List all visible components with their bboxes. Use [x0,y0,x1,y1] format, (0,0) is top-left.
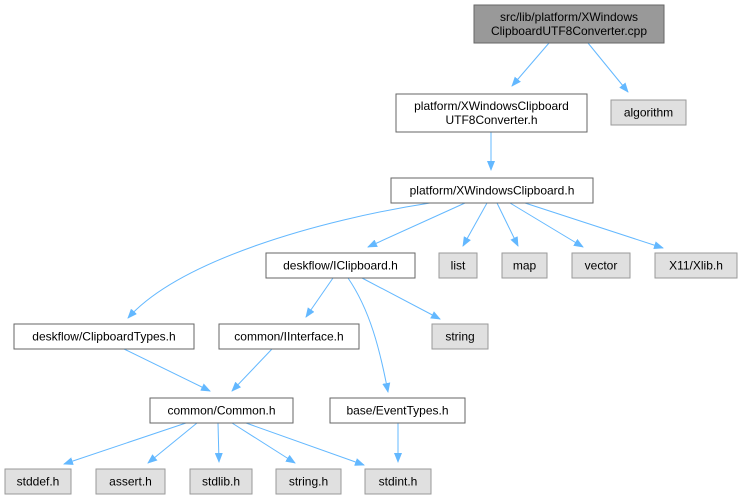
node-label: string [445,330,474,344]
node-label: deskflow/IClipboard.h [283,259,398,273]
node-label: platform/XWindowsClipboard [414,99,569,113]
node-iinterface[interactable]: common/IInterface.h [218,323,360,350]
node-box [438,252,478,279]
node-common[interactable]: common/Common.h [149,397,294,424]
edge-root-to-conv_h [511,42,550,87]
node-box [501,252,548,279]
node-box [571,252,631,279]
node-stdint: stdint.h [364,468,432,495]
edge-iclipboard-to-eventtypes [347,277,391,393]
node-box [390,177,594,204]
node-list: list [438,252,478,279]
edge-clip_h-to-list [462,202,488,247]
node-box [265,252,416,279]
node-string: string [431,323,489,350]
node-stringh: string.h [275,468,342,495]
node-stdlib: stdlib.h [189,468,253,495]
node-label: vector [585,259,618,273]
node-xlib: X11/Xlib.h [654,252,738,279]
node-label: algorithm [624,106,673,120]
node-box [189,468,253,495]
node-box [395,93,588,133]
edge-common-to-stddef [63,422,187,465]
node-label: platform/XWindowsClipboard.h [410,184,575,198]
node-box [275,468,342,495]
node-box [218,323,360,350]
node-algorithm: algorithm [610,99,687,126]
nodes-layer: src/lib/platform/XWindowsClipboardUTF8Co… [4,4,738,495]
node-label: assert.h [109,475,152,489]
edge-common-to-assert [147,422,198,464]
edge-clip_h-to-iclipboard [367,202,466,248]
edge-common-to-stringh [231,422,296,464]
node-box [4,468,72,495]
edge-iclipboard-to-iinterface [305,277,334,318]
edge-common-to-stdint [245,422,365,466]
node-box [149,397,294,424]
node-label: stdlib.h [202,475,240,489]
node-label: common/IInterface.h [234,330,343,344]
edge-clip_h-to-xlib [524,202,664,250]
node-label: list [451,259,466,273]
edge-iclipboard-to-string [361,277,441,320]
node-box [95,468,166,495]
node-box [654,252,738,279]
node-label: base/EventTypes.h [346,404,448,418]
edges-layer [63,42,664,466]
edge-iinterface-to-common [231,348,273,392]
node-label: deskflow/ClipboardTypes.h [32,330,175,344]
node-cliptypes[interactable]: deskflow/ClipboardTypes.h [13,323,195,350]
node-box [13,323,195,350]
node-label: src/lib/platform/XWindows [500,10,638,24]
node-box [473,4,665,44]
node-conv_h[interactable]: platform/XWindowsClipboardUTF8Converter.… [395,93,588,133]
node-box [364,468,432,495]
node-label: ClipboardUTF8Converter.cpp [491,24,647,38]
edge-clip_h-to-map [496,202,519,247]
node-label: stddef.h [17,475,60,489]
node-clip_h[interactable]: platform/XWindowsClipboard.h [390,177,594,204]
node-iclipboard[interactable]: deskflow/IClipboard.h [265,252,416,279]
node-box [431,323,489,350]
node-label: stdint.h [379,475,418,489]
node-label: string.h [289,475,328,489]
edge-clip_h-to-cliptypes [127,202,431,319]
edge-cliptypes-to-common [123,348,211,392]
node-label: common/Common.h [167,404,275,418]
node-label: X11/Xlib.h [669,259,723,273]
node-stddef: stddef.h [4,468,72,495]
node-eventtypes[interactable]: base/EventTypes.h [329,397,466,424]
node-label: map [513,259,537,273]
node-box [610,99,687,126]
node-label: UTF8Converter.h [445,113,537,127]
node-vector: vector [571,252,631,279]
node-root[interactable]: src/lib/platform/XWindowsClipboardUTF8Co… [473,4,665,44]
node-box [329,397,466,424]
edge-root-to-algorithm [587,42,629,93]
node-assert: assert.h [95,468,166,495]
edge-common-to-stdlib [214,422,223,463]
edge-clip_h-to-vector [509,202,584,248]
node-map: map [501,252,548,279]
